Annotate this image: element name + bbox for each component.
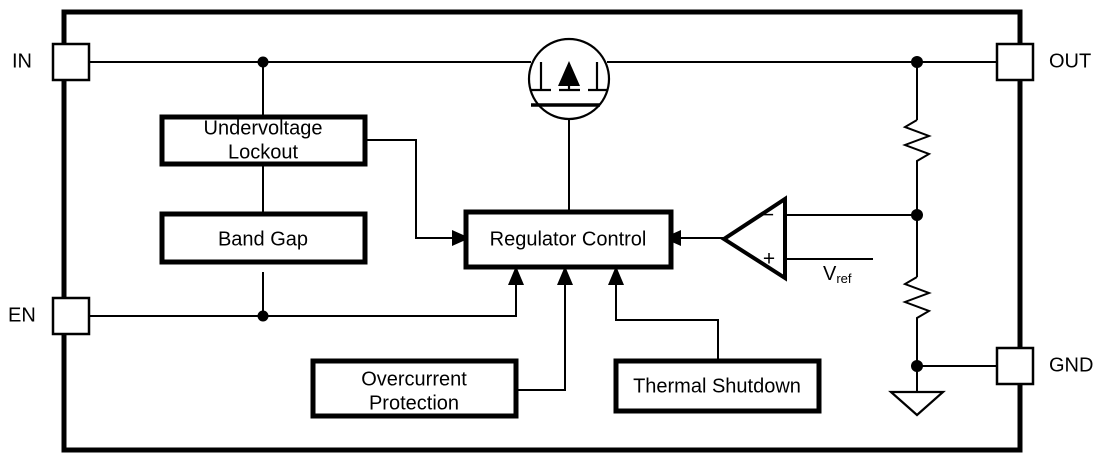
vref-subscript: ref (836, 271, 852, 286)
pin-out-label: OUT (1049, 50, 1091, 72)
block-overcurrent-protection-label-line2: Protection (369, 392, 459, 414)
error-amplifier-symbol: − + (720, 195, 787, 282)
pin-out-box[interactable] (995, 42, 1035, 82)
block-thermal-shutdown[interactable]: Thermal Shutdown (613, 358, 822, 414)
block-undervoltage-lockout-label-line2: Lockout (228, 141, 298, 163)
feedback-resistor-bottom (902, 276, 932, 320)
opamp-inverting-sign: − (762, 204, 774, 227)
wiring (86, 61, 998, 392)
block-thermal-shutdown-label: Thermal Shutdown (633, 375, 801, 397)
block-overcurrent-protection[interactable]: Overcurrent Protection (310, 358, 519, 419)
pin-in-box[interactable] (51, 42, 91, 82)
pin-en-box[interactable] (51, 296, 91, 336)
opamp-noninverting-sign: + (763, 248, 775, 271)
block-regulator-control-label: Regulator Control (490, 228, 647, 250)
vref-label: Vref (823, 263, 852, 286)
arrowhead-into-regulator-bottom-2 (557, 266, 573, 285)
wire-uvlo-to-regulator (365, 139, 457, 239)
block-overcurrent-protection-label-line1: Overcurrent (361, 368, 467, 390)
vref-annotation: Vref (823, 263, 852, 286)
block-band-gap-label: Band Gap (218, 228, 308, 250)
mosfet-body-arrow (558, 61, 580, 86)
ground-symbol (888, 390, 946, 417)
block-undervoltage-lockout[interactable]: Undervoltage Lockout (159, 114, 368, 167)
resistor-bottom-zigzag (902, 276, 932, 320)
wire-en-to-regulator (86, 272, 517, 317)
block-undervoltage-lockout-box[interactable] (159, 114, 368, 167)
pin-in[interactable]: IN (12, 42, 91, 82)
pin-out[interactable]: OUT (995, 42, 1091, 82)
resistor-top-zigzag (902, 119, 932, 163)
pin-gnd[interactable]: GND (995, 346, 1093, 386)
block-undervoltage-lockout-label-line1: Undervoltage (204, 117, 323, 139)
pin-in-label: IN (12, 50, 32, 72)
wire-thermal-to-regulator (615, 272, 719, 361)
arrowhead-into-regulator-left (452, 230, 470, 246)
junction-dots (257, 56, 923, 372)
pin-en-label: EN (8, 304, 36, 326)
arrowhead-into-regulator-bottom-3 (608, 266, 624, 285)
pin-gnd-box[interactable] (995, 346, 1035, 386)
device-outline-frame (61, 9, 1023, 453)
opamp-triangle (720, 195, 787, 282)
pass-mosfet-symbol (527, 37, 611, 121)
block-band-gap[interactable]: Band Gap (159, 211, 368, 265)
feedback-resistor-top (902, 119, 932, 163)
block-overcurrent-protection-box[interactable] (310, 358, 519, 419)
junction-dot-feedback-tap (911, 209, 923, 221)
block-thermal-shutdown-box[interactable] (613, 358, 822, 414)
vref-v: V (823, 263, 837, 285)
junction-dot-out-divider (911, 56, 923, 68)
pin-gnd-label: GND (1049, 354, 1093, 376)
junction-dot-gnd (911, 360, 923, 372)
mosfet-envelope-circle (527, 37, 611, 121)
block-regulator-control-box[interactable] (463, 209, 674, 270)
junction-dot-in-uvlo (257, 56, 269, 68)
wire-overcurrent-to-regulator (517, 272, 566, 391)
pin-en[interactable]: EN (8, 296, 91, 336)
junction-dot-en-bandgap (257, 310, 269, 322)
block-band-gap-box[interactable] (159, 211, 368, 265)
block-regulator-control[interactable]: Regulator Control (463, 209, 674, 270)
arrowhead-into-regulator-bottom-1 (508, 266, 524, 285)
